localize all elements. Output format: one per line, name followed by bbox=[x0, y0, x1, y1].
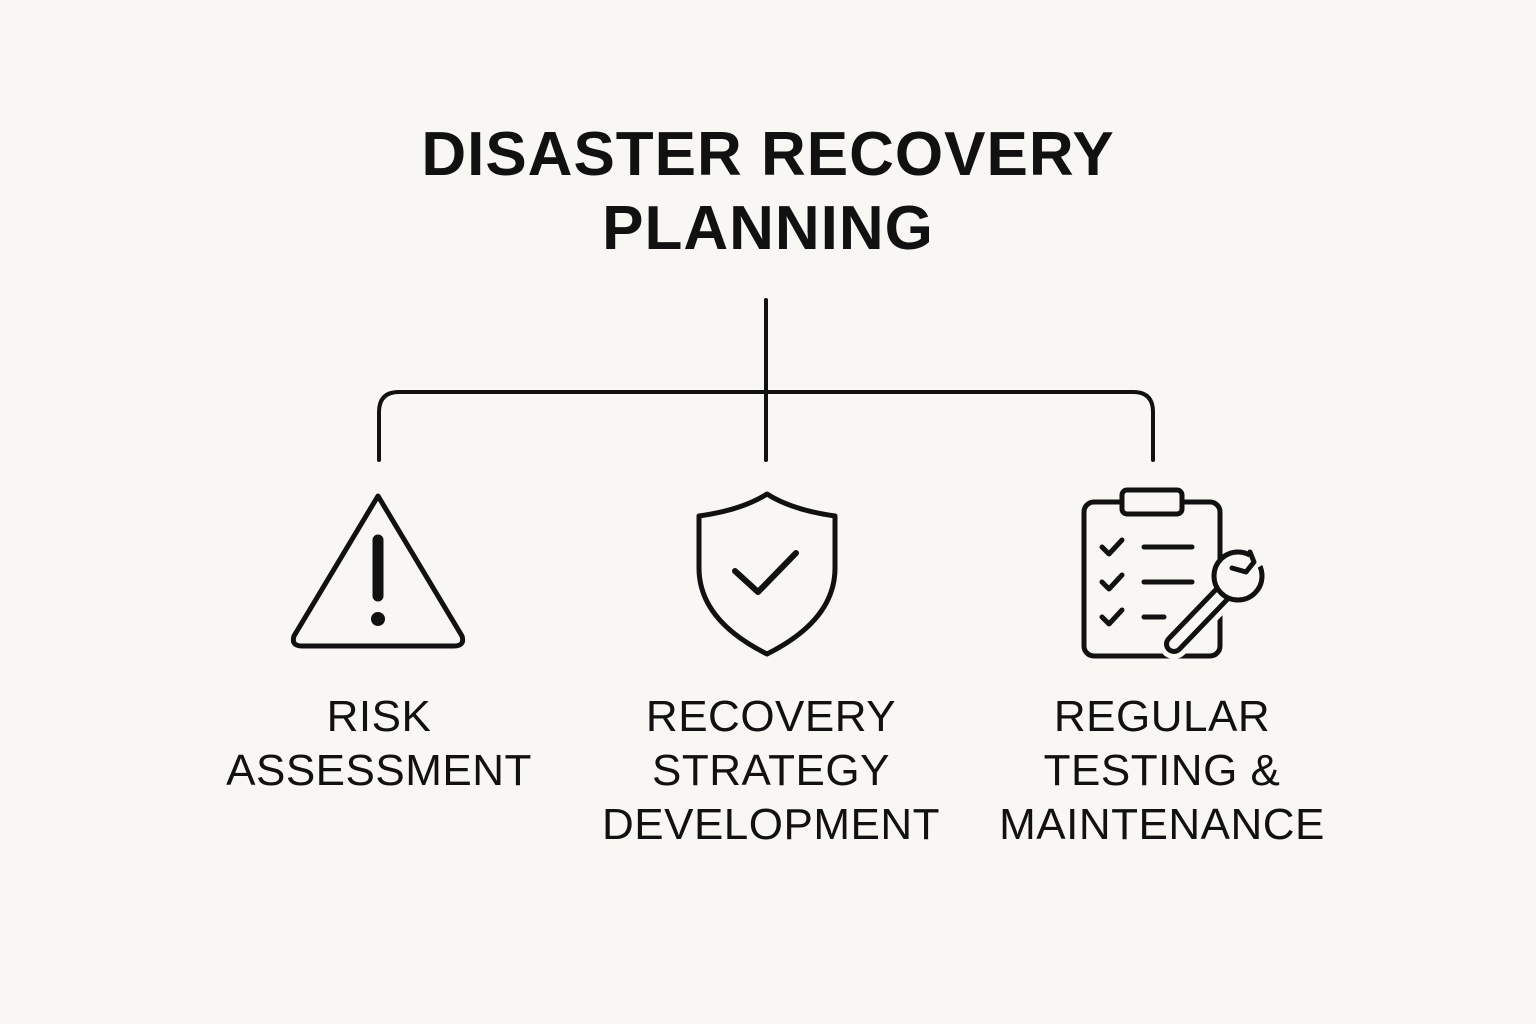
branch-label-risk-assessment: RISK ASSESSMENT bbox=[169, 690, 589, 798]
branch-label-line: ASSESSMENT bbox=[226, 746, 532, 795]
branch-label-line: MAINTENANCE bbox=[999, 800, 1325, 849]
branch-label-recovery-strategy: RECOVERY STRATEGY DEVELOPMENT bbox=[561, 690, 981, 852]
warning-triangle-icon bbox=[290, 493, 466, 649]
diagram-title: DISASTER RECOVERY PLANNING bbox=[0, 118, 1536, 266]
branch-label-line: STRATEGY bbox=[652, 746, 890, 795]
title-line-2: PLANNING bbox=[602, 194, 934, 263]
branch-label-line: RISK bbox=[326, 692, 432, 741]
clipboard-wrench-icon bbox=[1081, 487, 1272, 659]
branch-label-line: REGULAR bbox=[1053, 692, 1271, 741]
branch-label-testing-maintenance: REGULAR TESTING & MAINTENANCE bbox=[952, 690, 1372, 852]
branch-label-line: TESTING & bbox=[1043, 746, 1281, 795]
branch-label-line: DEVELOPMENT bbox=[601, 800, 940, 849]
title-line-1: DISASTER RECOVERY bbox=[421, 120, 1115, 189]
branch-bar bbox=[377, 390, 1155, 462]
shield-check-icon bbox=[696, 491, 838, 657]
branch-label-line: RECOVERY bbox=[645, 692, 897, 741]
